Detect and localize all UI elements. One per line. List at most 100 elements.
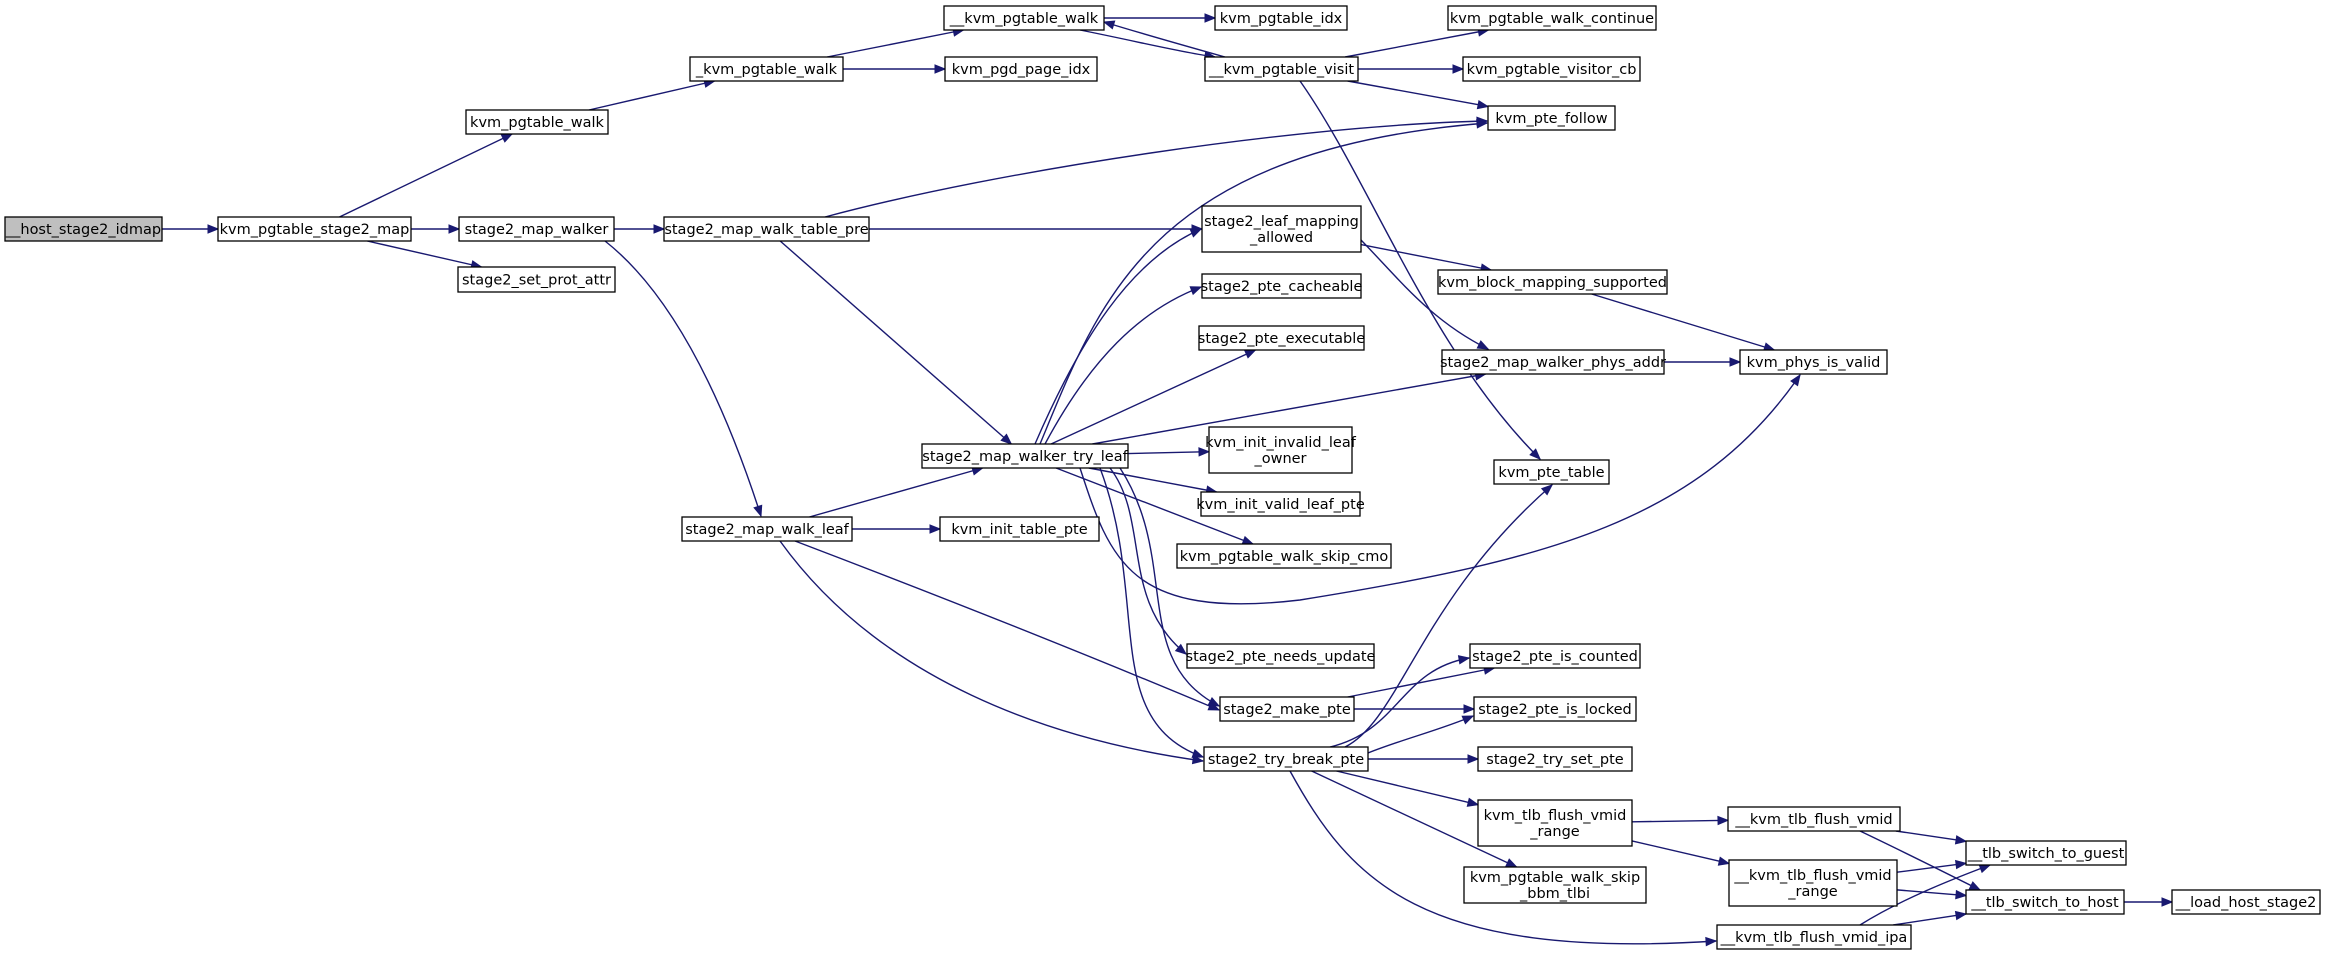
node-kvm-pgtable-walk[interactable]: _kvm_pgtable_walk xyxy=(689,56,844,82)
edge-__kvm_pgtable_walk-to-kvm_pgtable_idx xyxy=(1104,13,1217,23)
node-kvm-pgtable-walk-skip-bbm-tlbi[interactable]: kvm_pgtable_walk_skip_bbm_tlbi xyxy=(1463,866,1647,904)
edge-line xyxy=(1044,286,1202,445)
node-stage2-map-walker-phys-addr[interactable]: stage2_map_walker_phys_addr xyxy=(1440,349,1666,375)
edge-line xyxy=(1893,913,1967,926)
arrowhead xyxy=(207,224,220,234)
node-box xyxy=(663,216,870,242)
node-label: stage2_map_walk_leaf xyxy=(685,522,849,538)
edge-line xyxy=(1311,770,1517,868)
edge-line xyxy=(826,29,964,58)
node-label: kvm_pgd_page_idx xyxy=(952,62,1091,78)
node-label: __tlb_switch_to_host xyxy=(1970,895,2119,911)
arrowhead xyxy=(1705,936,1718,947)
node-kvm-pgtable-visit[interactable]: __kvm_pgtable_visit xyxy=(1204,56,1359,82)
node-box xyxy=(1716,924,1912,950)
node-kvm-tlb-flush-vmid-range[interactable]: __kvm_tlb_flush_vmid_range xyxy=(1728,859,1898,907)
node-stage2-try-break-pte[interactable]: stage2_try_break_pte xyxy=(1203,746,1369,772)
arrowhead xyxy=(929,524,942,534)
edge-stage2_leaf_mapping_allowed-to-kvm_block_mapping_supported xyxy=(1360,243,1493,273)
node-stage2-try-set-pte[interactable]: stage2_try_set_pte xyxy=(1477,746,1633,772)
node-kvm-pgtable-walk[interactable]: kvm_pgtable_walk xyxy=(465,109,609,135)
edge-stage2_map_walker_try_leaf-to-stage2_leaf_mapping_allowed xyxy=(1034,228,1203,445)
arrowhead xyxy=(1198,447,1211,457)
node-kvm-block-mapping-supported[interactable]: kvm_block_mapping_supported xyxy=(1437,269,1668,295)
node-kvm-pgtable-walk-skip-cmo[interactable]: kvm_pgtable_walk_skip_cmo xyxy=(1176,543,1392,569)
node-stage2-pte-cacheable[interactable]: stage2_pte_cacheable xyxy=(1201,273,1363,299)
node-stage2-map-walk-table-pre[interactable]: stage2_map_walk_table_pre xyxy=(663,216,870,242)
node-stage2-map-walker[interactable]: stage2_map_walker xyxy=(458,216,615,242)
node-tlb-switch-to-guest[interactable]: __tlb_switch_to_guest xyxy=(1965,840,2127,866)
node-kvm-pgtable-stage2-map[interactable]: kvm_pgtable_stage2_map xyxy=(217,216,412,242)
edge-line xyxy=(1079,374,1801,605)
node-box xyxy=(689,56,844,82)
arrowhead xyxy=(1978,864,1992,874)
node-stage2-pte-is-counted[interactable]: stage2_pte_is_counted xyxy=(1469,643,1641,669)
node-label: kvm_pgtable_walk xyxy=(470,115,605,131)
edge-stage2_try_break_pte-to-kvm_tlb_flush_vmid_range xyxy=(1336,770,1480,807)
arrowhead xyxy=(1955,859,1968,870)
node-kvm-pgtable-walk[interactable]: __kvm_pgtable_walk xyxy=(943,5,1105,31)
node-stage2-pte-needs-update[interactable]: stage2_pte_needs_update xyxy=(1186,643,1376,669)
arrowhead xyxy=(1241,535,1255,545)
edge-stage2_map_walker-to-stage2_map_walk_leaf xyxy=(604,240,763,518)
arrowhead xyxy=(1457,655,1471,665)
edge-line xyxy=(794,540,1220,711)
node-kvm-tlb-flush-vmid[interactable]: __kvm_tlb_flush_vmid xyxy=(1727,806,1901,832)
arrowhead xyxy=(1790,373,1801,387)
node-kvm-pgd-page-idx[interactable]: kvm_pgd_page_idx xyxy=(944,56,1098,82)
node-box xyxy=(1201,205,1362,253)
node-label: kvm_block_mapping_supported xyxy=(1438,275,1667,291)
edge-kvm_pgtable_stage2_map-to-stage2_map_walker xyxy=(411,224,461,234)
arrowhead xyxy=(934,64,947,74)
edge-stage2_try_break_pte-to-stage2_pte_is_locked xyxy=(1367,715,1475,754)
edge-stage2_map_walker_phys_addr-to-kvm_phys_is_valid xyxy=(1664,357,1742,367)
node-kvm-init-table-pte[interactable]: kvm_init_table_pte xyxy=(939,516,1100,542)
node-stage2-map-walker-try-leaf[interactable]: stage2_map_walker_try_leaf xyxy=(921,443,1129,469)
arrowhead xyxy=(1505,858,1518,868)
edge-kvm_tlb_flush_vmid_range-to-__kvm_tlb_flush_vmid_range xyxy=(1631,840,1731,866)
edge-kvm_pgtable_stage2_map-to-kvm_pgtable_walk xyxy=(339,133,514,218)
node-kvm-pgtable-walk-continue[interactable]: kvm_pgtable_walk_continue xyxy=(1447,5,1657,31)
edge-stage2_map_walk_leaf-to-stage2_map_walker_try_leaf xyxy=(809,466,984,518)
node-load-host-stage2[interactable]: __load_host_stage2 xyxy=(2171,889,2321,915)
arrowhead xyxy=(1476,119,1489,129)
node-box xyxy=(1739,349,1888,375)
edge-kvm_tlb_flush_vmid_range-to-__kvm_tlb_flush_vmid xyxy=(1631,815,1730,826)
edge-line xyxy=(1088,467,1217,493)
node-label: stage2_pte_executable xyxy=(1198,331,1365,347)
node-label: _bbm_tlbi xyxy=(1519,886,1590,902)
node-tlb-switch-to-host[interactable]: __tlb_switch_to_host xyxy=(1965,889,2125,915)
node-box xyxy=(1493,459,1610,485)
node-kvm-init-valid-leaf-pte[interactable]: kvm_init_valid_leaf_pte xyxy=(1196,491,1365,517)
node-stage2-pte-is-locked[interactable]: stage2_pte_is_locked xyxy=(1473,696,1637,722)
arrowhead xyxy=(1189,286,1203,296)
node-box xyxy=(921,443,1129,469)
node-kvm-init-invalid-leaf-owner[interactable]: kvm_init_invalid_leaf_owner xyxy=(1205,426,1357,474)
node-host-stage2-idmap[interactable]: __host_stage2_idmap xyxy=(4,216,163,242)
node-box xyxy=(681,516,853,542)
node-box xyxy=(1198,325,1365,351)
edge-stage2_map_walker_try_leaf-to-stage2_pte_cacheable xyxy=(1044,286,1203,445)
node-label: __kvm_pgtable_walk xyxy=(949,11,1099,27)
node-box xyxy=(1204,56,1359,82)
node-stage2-leaf-mapping-allowed[interactable]: stage2_leaf_mapping_allowed xyxy=(1201,205,1362,253)
node-kvm-tlb-flush-vmid-ipa[interactable]: __kvm_tlb_flush_vmid_ipa xyxy=(1716,924,1912,950)
node-box xyxy=(1201,273,1362,299)
node-kvm-tlb-flush-vmid-range[interactable]: kvm_tlb_flush_vmid_range xyxy=(1477,799,1633,847)
arrowhead xyxy=(1467,754,1480,764)
node-box xyxy=(1462,56,1641,82)
edge-stage2_try_break_pte-to-kvm_pgtable_walk_skip_bbm_tlbi xyxy=(1311,770,1518,868)
node-kvm-pte-follow[interactable]: kvm_pte_follow xyxy=(1487,105,1616,131)
node-stage2-set-prot-attr[interactable]: stage2_set_prot_attr xyxy=(457,266,616,293)
edge-line xyxy=(1039,122,1488,445)
node-stage2-map-walk-leaf[interactable]: stage2_map_walk_leaf xyxy=(681,516,853,542)
node-kvm-pte-table[interactable]: kvm_pte_table xyxy=(1493,459,1610,485)
arrowhead xyxy=(1191,749,1205,758)
node-kvm-pgtable-idx[interactable]: kvm_pgtable_idx xyxy=(1214,5,1348,31)
node-kvm-phys-is-valid[interactable]: kvm_phys_is_valid xyxy=(1739,349,1888,375)
node-stage2-make-pte[interactable]: stage2_make_pte xyxy=(1219,696,1355,722)
node-stage2-pte-executable[interactable]: stage2_pte_executable xyxy=(1198,325,1365,351)
node-kvm-pgtable-visitor-cb[interactable]: kvm_pgtable_visitor_cb xyxy=(1462,56,1641,82)
node-box xyxy=(1965,840,2127,866)
edge-line xyxy=(1055,467,1254,545)
